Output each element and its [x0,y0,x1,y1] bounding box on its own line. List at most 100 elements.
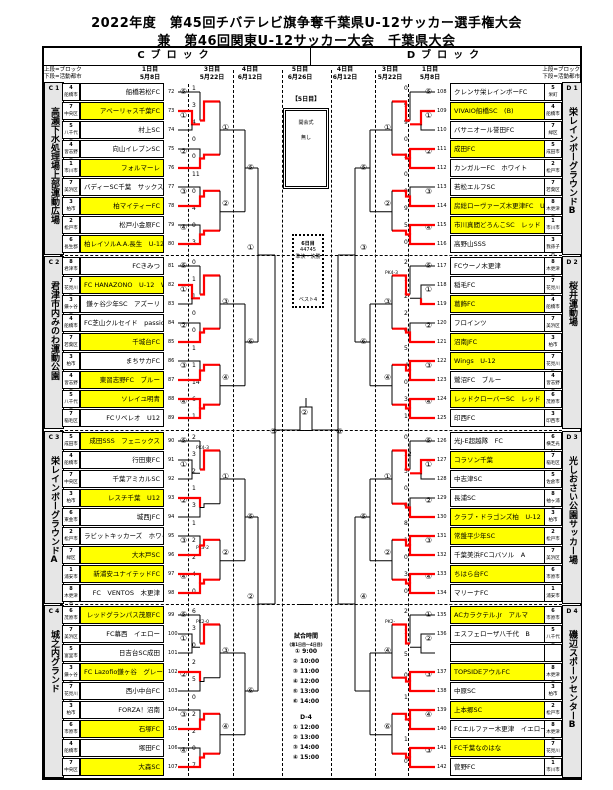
match-slot-number: 131 [437,533,447,539]
bracket-line [420,647,435,654]
match-score: 3 [404,570,408,578]
team-name: FCエルファー木更津 イエロー [450,720,545,738]
bracket-line [392,538,435,557]
match-score: 0 [192,587,196,595]
team-rank-city: 3鎌ヶ谷市 [62,295,80,318]
match-slot-number: 129 [437,495,447,501]
team-name: フォルマーレ [80,159,164,177]
team-name: 市川真間どろんこSC レッド [450,216,545,234]
team-rank: 8 [69,259,73,265]
penalty-score: PK3-2 [196,546,210,551]
team-city: 柏市 [66,711,76,716]
team-city: 長生郡 [64,245,78,250]
team-name: 行田東FC [80,451,164,469]
match-slot-number: 120 [437,320,447,326]
column-day: 1日目 [421,66,439,73]
team-name: 長浦SC [450,489,545,507]
match-slot-number: 99 [168,612,175,618]
match-slot-number: 96 [168,552,175,558]
bracket-line [392,274,410,296]
team-city: 富里市 [64,654,78,659]
match-number: ① [247,243,255,252]
bracket-line [409,322,435,333]
legend-left: 上段=ブロック 下段=活動都市 [44,67,82,81]
match-number: ③ [425,670,433,679]
team-name: 常盤平少年SC [450,527,545,545]
bracket-line [200,274,220,296]
column-date: 5月8日 [419,74,441,81]
match-slot-number: 84 [168,320,175,326]
match-slot-number: 125 [437,415,447,421]
penalty-score: PK4-3 [385,271,399,276]
page-title: 2022年度 第45回チバテレビ旗争奪千葉県U-12サッカー選手権大会 [91,16,522,31]
match-score: 0 [404,485,408,493]
bracket-line [392,153,435,170]
team-rank: 1 [69,161,73,167]
penalty-score: PK2- [385,620,396,625]
match-score: 0 [192,693,196,701]
team-name: 稲毛FC [450,276,545,294]
match-number: ② [180,321,188,330]
bracket-line [178,538,220,557]
final-match-number: ② [301,408,309,417]
match-score: 0 [404,553,408,561]
match-number: ③ [222,646,230,655]
team-rank: 8 [551,722,555,728]
bracket-line [419,298,435,306]
bracket-line [408,147,435,159]
team-city: 柏市 [548,343,558,348]
match-number: ① [180,460,188,469]
bracket-line [178,496,202,508]
match-number: ④ [180,397,188,406]
team-city: 船橋市 [546,112,560,117]
team-name: 大森SC [80,758,164,776]
column-divider [233,70,234,776]
bracket-line [408,670,435,682]
schedule-time-d4: ② 13:00 [292,734,320,741]
column-day: 5日目 [291,66,309,73]
match-score: 0 [404,238,408,246]
bracket-line [200,449,220,471]
match-slot-number: 88 [168,396,175,402]
bracket-line [178,535,201,546]
ceremony-box: 開会式 無し [283,108,329,189]
team-city: 稲毛区 [64,419,78,424]
group-id: C 4 [48,608,60,615]
team-rank: 5 [69,392,73,398]
match-number: ② [247,592,255,601]
bracket-line [409,497,435,508]
team-rank: 8 [69,586,73,592]
team-name: 日吉台SC成田 [80,644,164,662]
column-divider [282,70,283,776]
team-name: 松戸小金原FC [80,216,164,234]
team-city: 船橋市 [546,305,560,310]
match-score: 1 [192,361,196,369]
match-number: ① [180,634,188,643]
match-score: 1 [192,412,196,420]
match-score: 0 [404,587,408,595]
match-score: 0 [192,259,196,266]
team-city: 松戸市 [64,226,78,231]
team-city: 若葉区 [64,343,78,348]
bracket-line [178,322,201,333]
match-score: 0 [404,378,408,386]
team-name: 大木戸SC [80,546,164,564]
bracket-line [392,363,435,382]
match-score: 4 [192,119,196,127]
match-slot-number: 128 [437,476,447,482]
legend-left-bottom: 下段=活動都市 [44,74,82,80]
column-date: 6月12日 [332,74,358,81]
team-name: 上本郷SC [450,701,545,719]
team-rank: 3 [69,703,73,709]
team-rank: 1 [551,218,555,224]
venue-name: 高瀬下水処理場上部運動広場 [49,107,59,224]
